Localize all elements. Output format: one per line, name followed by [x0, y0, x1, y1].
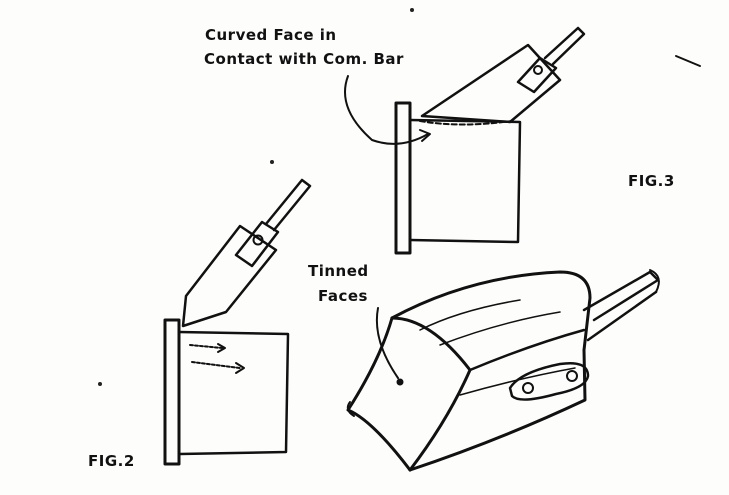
fig3-rivet — [533, 65, 543, 75]
fig3-label: FIG.3 — [628, 172, 675, 190]
tinned-label-line2: Faces — [318, 287, 368, 305]
fig3-iron-tip — [420, 43, 562, 124]
fig2-handle — [264, 178, 312, 232]
iron-side-edge — [468, 328, 586, 372]
fig2-drawing — [163, 178, 312, 466]
tinned-face-dot — [396, 378, 404, 386]
fig3-rivet-plate — [516, 56, 558, 94]
fig3-panel — [408, 118, 522, 244]
fig3-drawing — [344, 26, 586, 255]
fig2-rivet-plate — [234, 220, 280, 268]
iron-shank-top — [582, 270, 660, 322]
tinned-label-line1: Tinned — [308, 262, 369, 280]
iron-top-face — [390, 270, 592, 352]
iron-rivet-2 — [566, 370, 578, 382]
iron-shading-2 — [439, 311, 561, 346]
fig2-commutator-bar — [163, 318, 181, 466]
iron-shank-bottom — [586, 290, 658, 342]
stray-mark-1 — [410, 8, 414, 12]
fig2-flow-arrowhead-2 — [235, 362, 245, 374]
fig3-commutator-bar — [394, 101, 412, 255]
fig3-curved-face — [419, 120, 513, 126]
curved-face-label-line1: Curved Face in — [205, 26, 337, 44]
iron-shading-1 — [419, 299, 521, 331]
fig3-pointer-line — [344, 75, 429, 145]
iron-front-face-right — [390, 316, 472, 472]
iron-shank-end — [649, 269, 660, 293]
tinned-iron-drawing — [346, 269, 660, 472]
fig2-panel — [177, 330, 290, 456]
fig2-flow-arrow-1 — [189, 344, 223, 349]
iron-bottom-edge — [408, 348, 587, 472]
iron-rivet-1 — [522, 382, 534, 394]
fig2-label: FIG.2 — [88, 452, 135, 470]
fig2-flow-arrow-2 — [191, 361, 241, 369]
tinned-pointer-2 — [346, 401, 355, 417]
stray-mark-3 — [675, 55, 701, 67]
fig2-flow-arrowhead-1 — [217, 343, 226, 353]
curved-face-label-line2: Contact with Com. Bar — [204, 50, 404, 68]
stray-mark-2 — [270, 160, 274, 164]
fig2-iron-tip — [181, 224, 278, 328]
stray-mark-4 — [98, 382, 102, 386]
iron-clamp-plate — [508, 362, 590, 401]
fig3-pointer-arrowhead — [419, 129, 431, 142]
fig2-rivet — [252, 234, 264, 246]
tinned-pointer-1 — [375, 307, 399, 379]
fig3-handle — [543, 26, 586, 66]
